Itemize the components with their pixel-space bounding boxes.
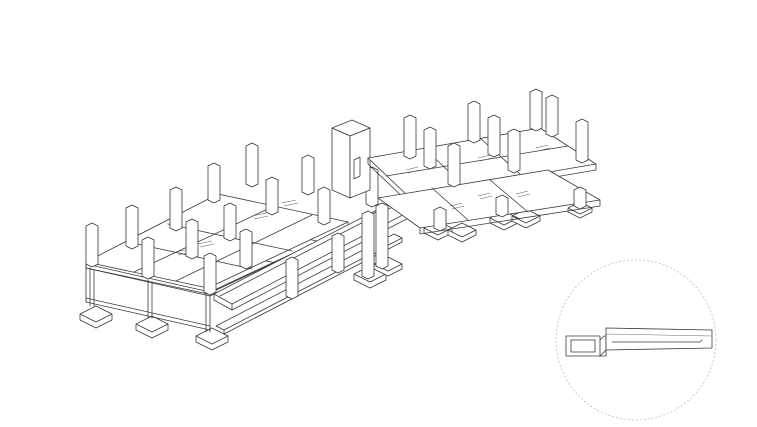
detail-circle: [555, 259, 717, 421]
columns-left: [85, 142, 379, 296]
columns-right: [361, 88, 589, 280]
section-detail: [565, 327, 713, 357]
upper-deck-right: [367, 127, 601, 235]
footing: [195, 327, 229, 351]
footing: [135, 315, 169, 339]
footing: [447, 222, 477, 243]
elevator-core: [331, 119, 371, 199]
detail-callout: [555, 259, 717, 421]
footing: [79, 305, 113, 329]
